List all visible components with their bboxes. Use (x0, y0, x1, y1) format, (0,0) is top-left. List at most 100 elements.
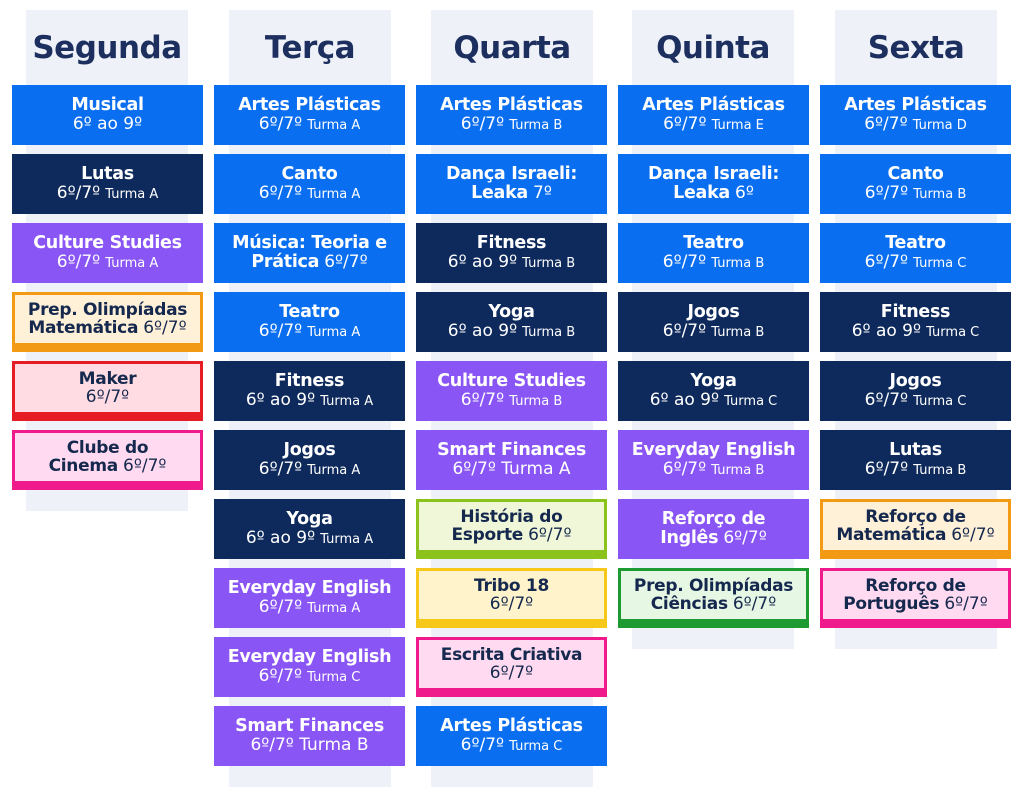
activity-title: Yoga (286, 509, 333, 530)
grade-range: 6º ao 9º (447, 321, 518, 342)
day-header: Segunda (32, 29, 182, 66)
card-line-grade: 6º/7º Turma B (663, 460, 765, 478)
class-group: Turma C (913, 256, 967, 272)
activity-title: Artes Plásticas (238, 95, 381, 116)
class-group: Turma B (509, 394, 563, 410)
card-line-title: Reforço de (662, 510, 766, 529)
grade-range: 6º/7º (864, 183, 909, 204)
activity-title: Jogos (687, 302, 740, 323)
activity-title: Everyday English (227, 647, 392, 668)
card-line-grade: 6º/7º Turma A (259, 598, 360, 616)
day-header: Terça (264, 29, 356, 66)
grade-range: 6º/7º (258, 183, 303, 204)
card-line-title: Lutas (889, 441, 942, 460)
card-line-second: Inglês 6º/7º (660, 529, 766, 548)
card-line-grade: 6º/7º Turma B (663, 322, 765, 340)
class-group: Turma B (913, 463, 967, 479)
activity-title: Culture Studies (33, 233, 182, 254)
card-line-grade: 6º/7º Turma E (663, 115, 764, 133)
grade-range: 6º/7º (460, 114, 505, 135)
card-line-grade: 6º/7º Turma B (663, 253, 765, 271)
activity-title: Lutas (81, 164, 134, 185)
class-group: Turma C (724, 394, 778, 410)
card-line-grade: 6º/7º Turma B (461, 115, 563, 133)
grade-range: 6º/7º (662, 459, 707, 480)
card-line-title: Fitness (881, 303, 951, 322)
activity-title: Fitness (274, 371, 345, 392)
card-line-title: Artes Plásticas (440, 717, 583, 736)
class-group: Turma B (711, 256, 765, 272)
card-line-grade: 6º/7º Turma B (865, 460, 967, 478)
card-line-grade: 6º/7º Turma A (452, 460, 570, 478)
class-group: Turma B (522, 325, 576, 341)
activity-title-cont: Ciências (650, 594, 728, 614)
card-line-second: Esporte 6º/7º (451, 526, 571, 544)
class-group: Turma D (912, 118, 967, 134)
grade-range: 6º ao 9º (649, 390, 719, 411)
activity-card[interactable]: Dança Israeli:Leaka 6º (618, 154, 809, 214)
class-group: Turma C (307, 670, 361, 686)
activity-title: Everyday English (631, 440, 796, 461)
card-line-title: Escrita Criativa (441, 645, 583, 664)
grade-range: 6º/7º (258, 114, 303, 135)
class-group: Turma B (913, 187, 967, 203)
card-line-grade: 6º/7º Turma A (259, 322, 360, 340)
card-line-title: Jogos (284, 441, 336, 460)
activity-title: Prep. Olimpíadas (633, 575, 794, 596)
card-line-title: Smart Finances (437, 441, 586, 460)
activity-card[interactable]: Dança Israeli:Leaka 7º (416, 154, 607, 214)
activity-title-cont: Inglês (660, 528, 719, 548)
grade-range: 6º/7º (460, 735, 505, 756)
class-group: Turma A (307, 463, 361, 479)
activity-title-cont: Cinema (48, 456, 119, 476)
card-line-title: Canto (888, 165, 944, 184)
grade-range: 6º/7º (864, 459, 909, 480)
grade-range: 6º/7º (258, 597, 303, 618)
card-line-title: Culture Studies (437, 372, 586, 391)
card-line-title: Artes Plásticas (844, 96, 987, 115)
card-line-title: Clube do (67, 438, 149, 457)
grade-range: 6º/7º (944, 594, 988, 614)
card-line-title: Artes Plásticas (440, 96, 583, 115)
